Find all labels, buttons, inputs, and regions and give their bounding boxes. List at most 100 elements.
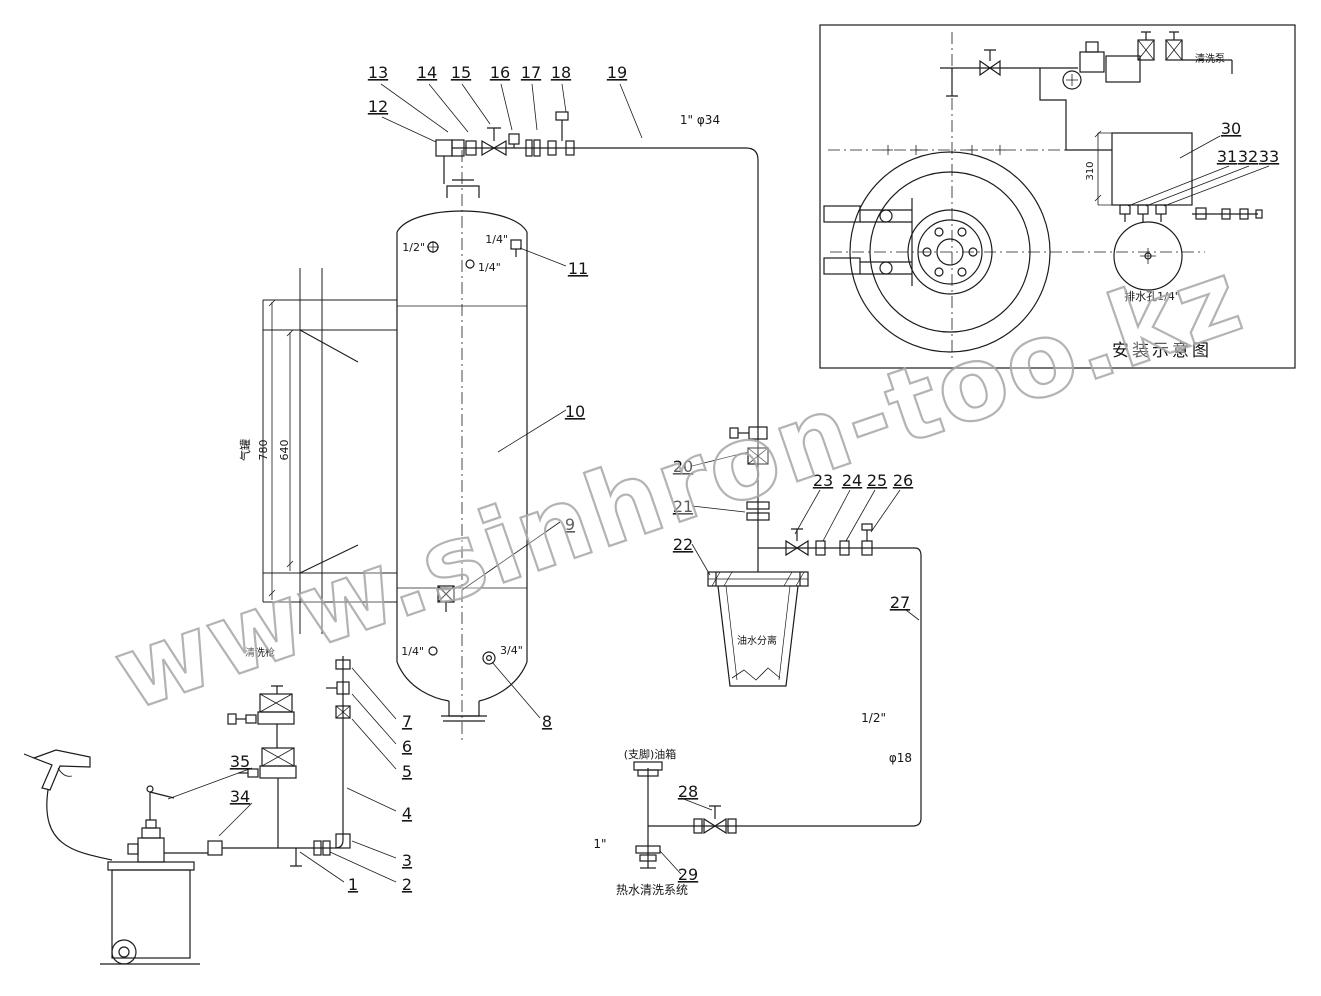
- right-run: [648, 426, 922, 827]
- cross-18: [547, 140, 557, 156]
- callout-20: 20: [673, 457, 693, 476]
- pump-unit: [100, 785, 208, 965]
- callout-7: 7: [402, 712, 412, 731]
- valve-28: [703, 817, 727, 835]
- callout-19: 19: [607, 63, 627, 82]
- pump-handle: [149, 791, 175, 820]
- callout-17: 17: [521, 63, 541, 82]
- label-inset-pump: 清洗泵: [1195, 52, 1225, 65]
- valve-5: [335, 705, 351, 719]
- callout-27: 27: [890, 593, 910, 612]
- callout-3: 3: [402, 851, 412, 870]
- union-29b: [639, 854, 657, 862]
- tee-1: [290, 848, 302, 867]
- callout-6: 6: [402, 737, 412, 756]
- solenoid-body-a: [257, 711, 295, 725]
- mounting-frame: [262, 268, 397, 634]
- gun-body: [32, 749, 91, 791]
- callout-23: 23: [813, 471, 833, 490]
- label-port-quarter-b: 1/4": [485, 233, 508, 246]
- tank-port-quarter-inch: [465, 259, 475, 269]
- label-tank-side: 气罐: [238, 439, 252, 461]
- gun-trigger: [57, 767, 73, 777]
- label-bottom-threequarter: 3/4": [500, 644, 523, 657]
- nut-28a: [693, 818, 703, 834]
- callout-14: 14: [417, 63, 437, 82]
- pump-lid: [107, 861, 195, 871]
- label-separator: 油水分离: [737, 634, 777, 647]
- elbow-3: [335, 833, 351, 849]
- air-tank: [396, 150, 528, 740]
- callout-35: 35: [230, 752, 250, 771]
- fitting-31: [1119, 204, 1131, 215]
- valve-20: [747, 447, 769, 465]
- label-port-half: 1/2": [402, 241, 425, 254]
- fitting-32: [1137, 204, 1149, 215]
- labels: 13 14 15 16 17 18 19 12 11 10 9 8 7 6 5 …: [230, 52, 1279, 897]
- tank-bottom-port-quarter: [428, 646, 438, 656]
- return-pipe-27: [648, 547, 922, 827]
- fitting-34: [207, 840, 223, 856]
- callout-31: 31: [1217, 147, 1237, 166]
- callout-34: 34: [230, 787, 250, 806]
- label-main-pipe-size: 1" φ34: [680, 113, 720, 127]
- pump-body: [111, 869, 191, 959]
- label-fuel-tank: (支脚)油箱: [624, 747, 677, 761]
- callout-26: 26: [893, 471, 913, 490]
- inset-border: [819, 24, 1296, 369]
- label-drain-port: 排水孔1/4": [1124, 289, 1180, 303]
- riser-pipe-19: [745, 147, 759, 572]
- label-return-phi18: φ18: [889, 751, 912, 765]
- callout-18: 18: [551, 63, 571, 82]
- valve-23: [785, 539, 809, 557]
- callout-33: 33: [1259, 147, 1279, 166]
- callout-15: 15: [451, 63, 471, 82]
- dim-line-310: [1097, 132, 1112, 206]
- callout-24: 24: [842, 471, 862, 490]
- gun-hose: [46, 789, 113, 861]
- inset-round-tank: [1113, 221, 1183, 291]
- label-inset-title: 安装示意图: [1112, 341, 1212, 361]
- separator-bowl: [707, 571, 809, 687]
- leader-lines: [167, 83, 1270, 883]
- callout-5: 5: [402, 762, 412, 781]
- callout-8: 8: [542, 712, 552, 731]
- callout-9: 9: [565, 515, 575, 534]
- inset-pump-a: [1079, 51, 1105, 73]
- callout-11: 11: [568, 259, 588, 278]
- callout-13: 13: [368, 63, 388, 82]
- fitting-16: [508, 133, 520, 145]
- left-assembly: [207, 656, 351, 867]
- fitting-33: [1155, 204, 1167, 215]
- label-dim-310: 310: [1085, 161, 1096, 180]
- callout-28: 28: [678, 782, 698, 801]
- callout-22: 22: [673, 535, 693, 554]
- union-17: [525, 139, 533, 157]
- union-29a: [635, 845, 661, 854]
- inset-feed-pipe: [1039, 68, 1112, 151]
- tank-bottom-port-threequarter: [482, 651, 496, 665]
- spray-gun: [23, 749, 113, 861]
- callout-30: 30: [1221, 119, 1241, 138]
- callout-2: 2: [402, 875, 412, 894]
- valve-15: [481, 139, 507, 157]
- break-line: [731, 667, 781, 681]
- axle-bracket-a: [823, 205, 861, 223]
- union-2b: [322, 840, 331, 856]
- fitting-25: [839, 540, 850, 556]
- fitting-7: [335, 659, 351, 670]
- callout-16: 16: [490, 63, 510, 82]
- nut-14: [465, 140, 477, 156]
- callout-1: 1: [348, 875, 358, 894]
- label-wash-system: 热水清洗系统: [616, 883, 688, 897]
- nut-28b: [727, 818, 737, 834]
- callout-25: 25: [867, 471, 887, 490]
- axle-bracket-b: [823, 257, 861, 275]
- top-pipe-run: [435, 111, 759, 572]
- pipe-3: [222, 839, 344, 849]
- fitting-24: [815, 540, 826, 556]
- truck-wheel: [849, 151, 1051, 353]
- callout-10: 10: [565, 402, 585, 421]
